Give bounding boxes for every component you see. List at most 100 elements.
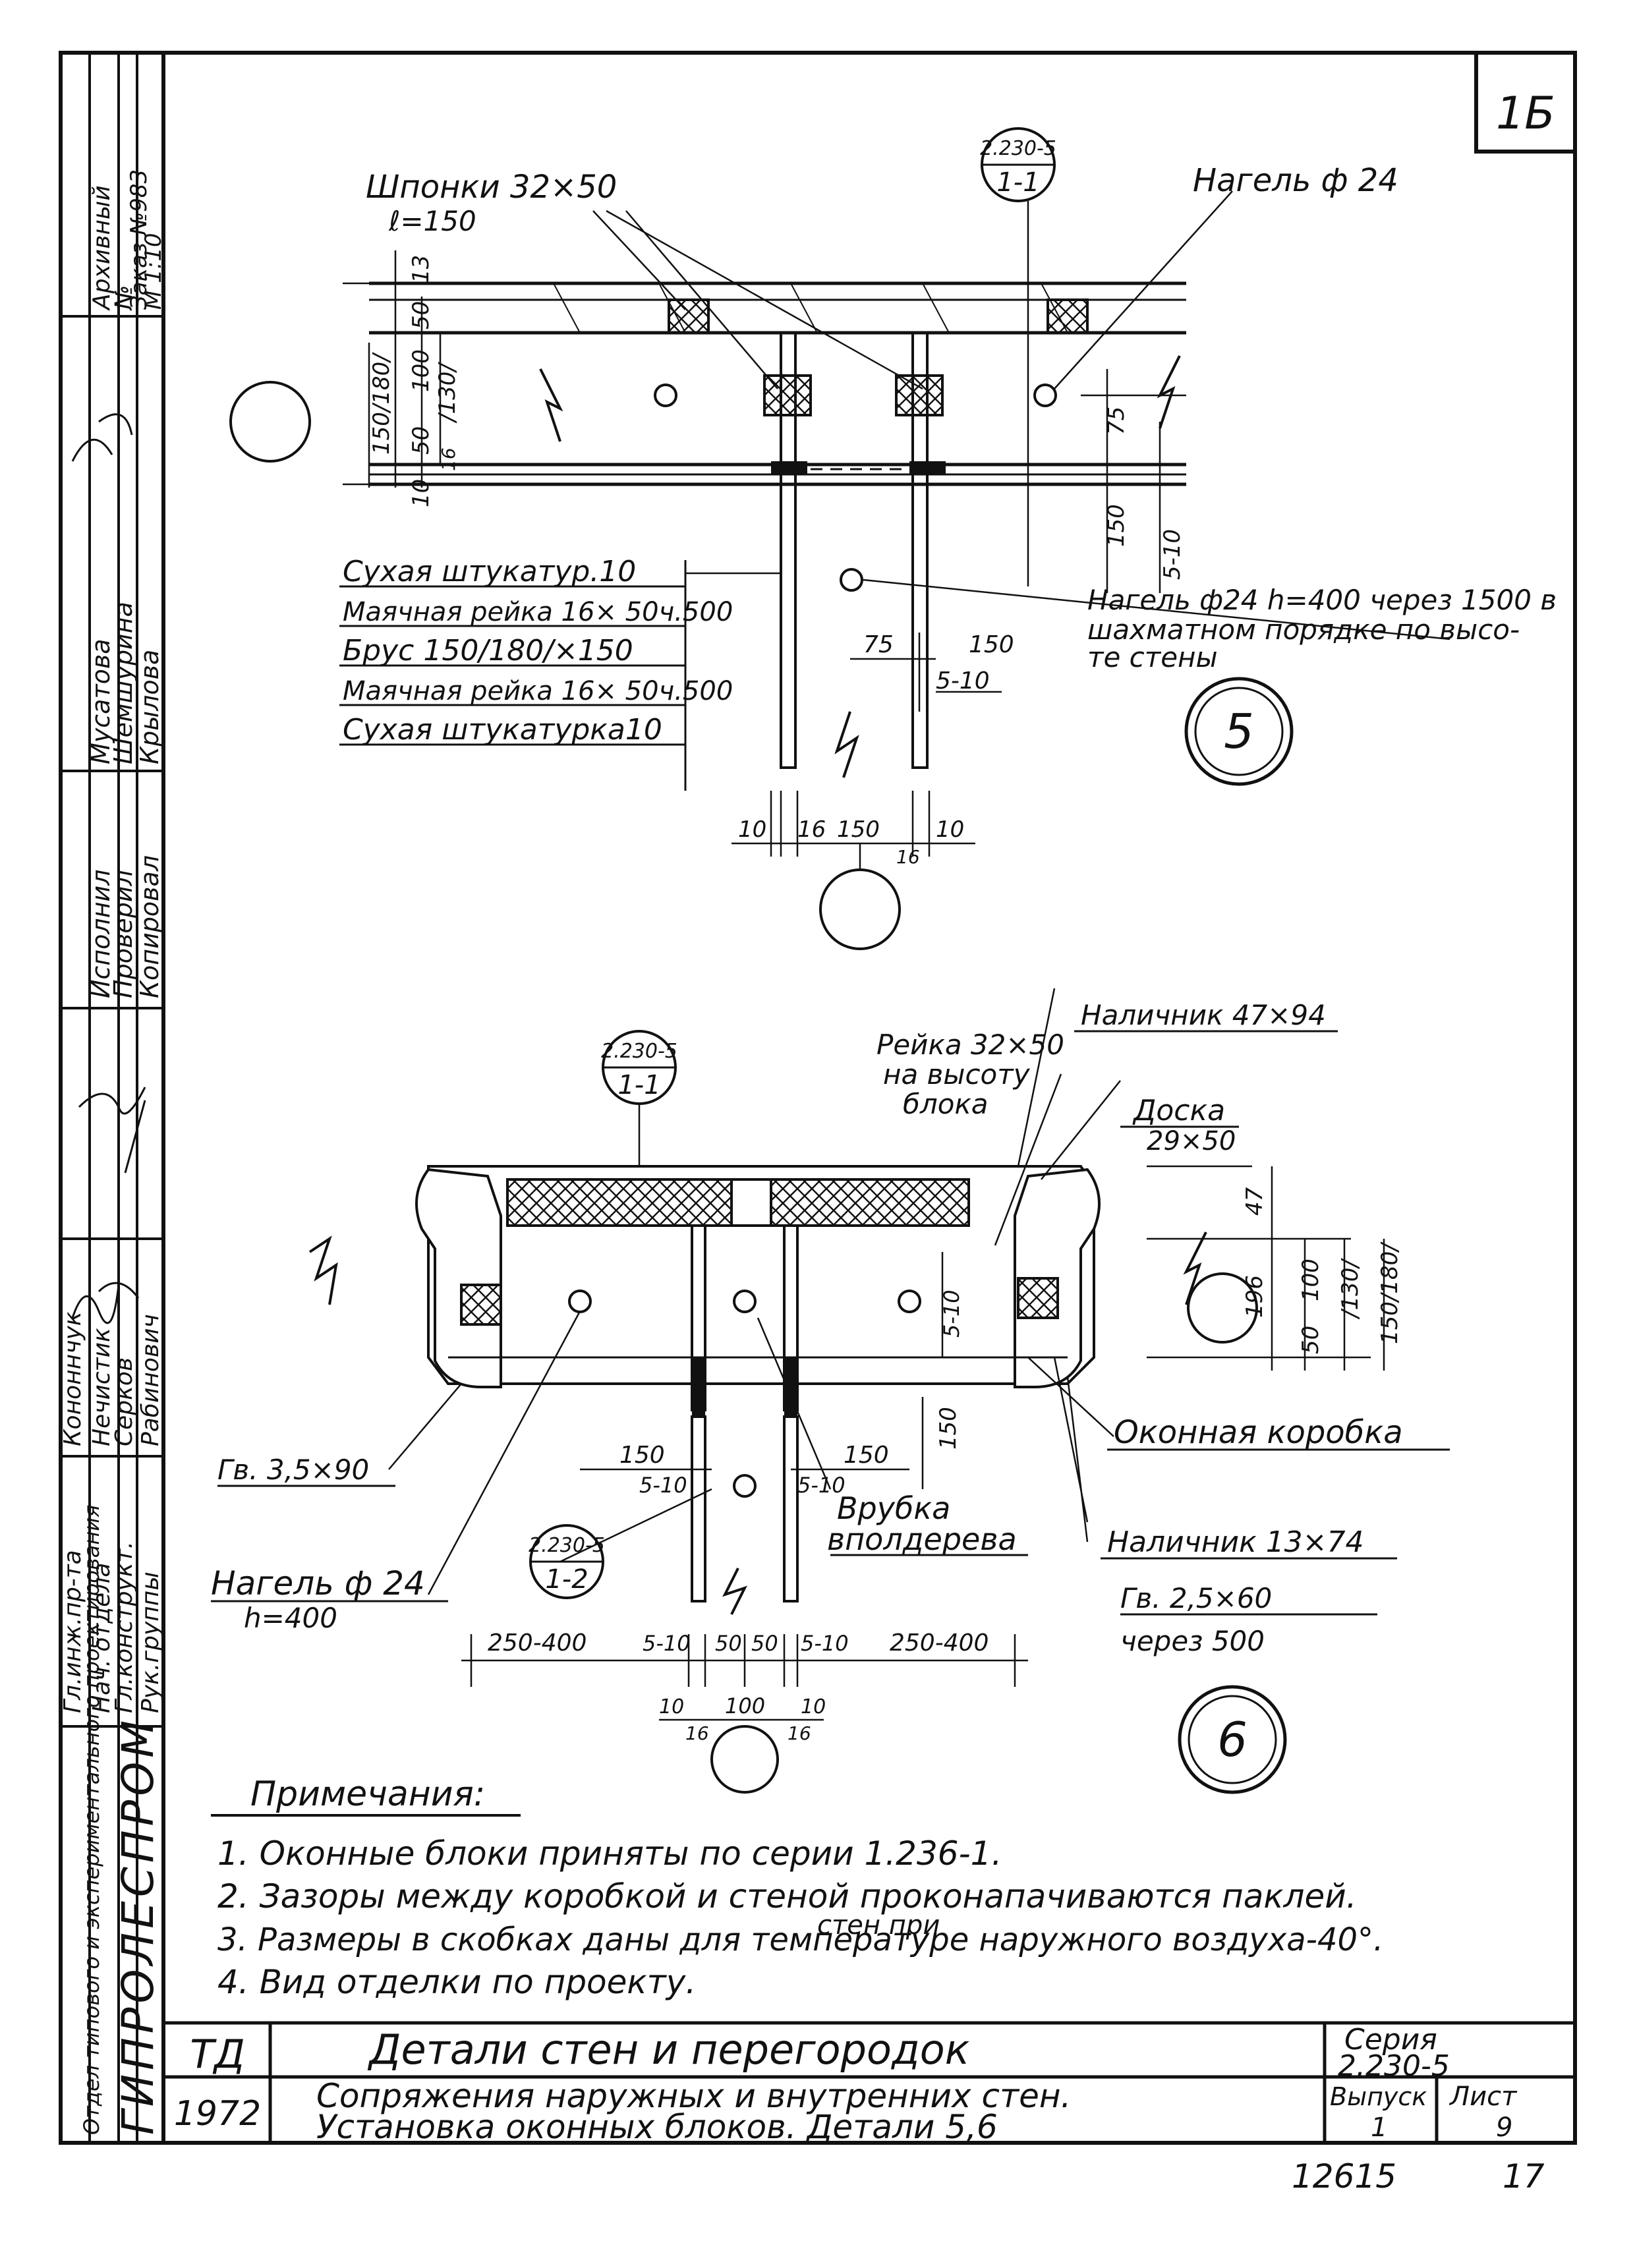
note-2: 2. Зазоры между коробкой и стеной прокон… bbox=[217, 1877, 1357, 1915]
d5-nagel-label: Нагель ф 24 bbox=[1193, 162, 1398, 199]
d5-dim-150-180: 150/180/ bbox=[368, 352, 395, 455]
d5-dim-130: /130/ bbox=[434, 362, 461, 424]
note-overlay: стен при bbox=[817, 1910, 940, 1941]
name2-2: Шемшурина bbox=[109, 602, 138, 764]
d6-chain-5: 5-10 bbox=[801, 1631, 849, 1656]
d6-dim-150-180: 150/180/ bbox=[1377, 1241, 1403, 1344]
d6-dim-47: 47 bbox=[1242, 1187, 1268, 1216]
d6-small-16a: 16 bbox=[685, 1722, 709, 1744]
d5-dim-13: 13 bbox=[408, 255, 434, 283]
role-3: Гл.конструкт. bbox=[111, 1541, 138, 1713]
d5-dim-m75: 75 bbox=[863, 631, 894, 658]
note-4: 4. Вид отделки по проекту. bbox=[217, 1963, 696, 2001]
role2-2: Проверил bbox=[109, 870, 138, 998]
role-2: Нач. отдела bbox=[88, 1563, 115, 1713]
d6-dim-50: 50 bbox=[1298, 1326, 1324, 1354]
name2-3: Крылова bbox=[135, 650, 164, 764]
signature-marks bbox=[71, 413, 146, 1324]
series-label: Серия bbox=[1344, 2023, 1437, 2056]
d6-doska-2: 29×50 bbox=[1147, 1126, 1236, 1156]
d5-nagel-note-2: шахматном порядке по высо- bbox=[1087, 613, 1520, 646]
d5-dim-r75: 75 bbox=[1103, 407, 1130, 435]
d6-dim-130: /130/ bbox=[1337, 1258, 1363, 1320]
d6-nalichnik-top: Наличник 47×94 bbox=[1081, 999, 1326, 1031]
d6-reika-1: Рейка 32×50 bbox=[876, 1029, 1064, 1061]
d5-layer-2: Маячная рейка 16× 50ч.500 bbox=[343, 597, 733, 627]
name-2: Нечистик bbox=[88, 1328, 115, 1446]
d5-layer-1: Сухая штукатур.10 bbox=[343, 555, 636, 588]
d5-dim-10: 10 bbox=[408, 479, 434, 507]
archive-2: № bbox=[111, 285, 138, 311]
d6-nagel: Нагель ф 24 bbox=[211, 1564, 425, 1602]
note-3: 3. Размеры в скобках даны для температур… bbox=[217, 1921, 1383, 1958]
role2-3: Копировал bbox=[135, 855, 164, 998]
title-block-grid bbox=[163, 2021, 1575, 2143]
drawing-subtitle-1: Сопряжения наружных и внутренних стен. bbox=[316, 2077, 1071, 2115]
note-1: 1. Оконные блоки приняты по серии 1.236-… bbox=[217, 1834, 1002, 1873]
sheet-badge: 1Б bbox=[1496, 88, 1555, 140]
d5-dim-50a: 50 bbox=[408, 301, 434, 329]
d6-reika-3: блока bbox=[903, 1088, 989, 1120]
d6-chain-3: 50 bbox=[715, 1631, 742, 1656]
d6-dim-196: 196 bbox=[1242, 1275, 1268, 1318]
bottom-number: 17 bbox=[1503, 2157, 1545, 2196]
d6-doska-1: Доска bbox=[1132, 1094, 1225, 1127]
d6-chain-4: 50 bbox=[751, 1631, 778, 1656]
d5-dim-b10b: 10 bbox=[936, 816, 964, 843]
d6-small-16b: 16 bbox=[788, 1722, 811, 1744]
d6-gv-2: Гв. 2,5×60 bbox=[1120, 1582, 1272, 1614]
d6-ref2-bottom: 1-2 bbox=[545, 1564, 588, 1595]
detail-6-drawing bbox=[211, 988, 1450, 1794]
d5-nagel-note-1: Нагель ф24 h=400 через 1500 в bbox=[1087, 584, 1557, 616]
detail-5-drawing bbox=[229, 127, 1450, 950]
d6-dim-i150c: 150 bbox=[935, 1407, 961, 1450]
d6-small-100: 100 bbox=[725, 1693, 765, 1718]
issue-label: Выпуск bbox=[1330, 2082, 1427, 2111]
d6-ref1-bottom: 1-1 bbox=[617, 1070, 660, 1100]
d6-small-10b: 10 bbox=[801, 1695, 826, 1718]
d5-layer-3: Брус 150/180/×150 bbox=[343, 634, 633, 667]
d6-ref1-top: 2.230-5 bbox=[601, 1040, 677, 1063]
d5-detail-number: 5 bbox=[1224, 704, 1254, 759]
d6-ref2-top: 2.230-5 bbox=[529, 1534, 605, 1557]
d6-chain-1: 250-400 bbox=[488, 1630, 587, 1657]
issue-value: 1 bbox=[1371, 2112, 1387, 2143]
year-label: 1972 bbox=[174, 2094, 261, 2134]
drawing-title: Детали стен и перегородок bbox=[367, 2026, 970, 2074]
d6-dim-i150b: 150 bbox=[844, 1442, 889, 1469]
role2-1: Исполнил bbox=[86, 869, 115, 998]
bottom-code: 12615 bbox=[1292, 2157, 1396, 2196]
d5-nagel-note-3: те стены bbox=[1087, 641, 1218, 673]
d5-shponki-len: ℓ=150 bbox=[388, 205, 476, 237]
d6-detail-number: 6 bbox=[1217, 1712, 1248, 1767]
d5-dim-r5-10: 5-10 bbox=[1159, 529, 1186, 580]
d6-reika-2: на высоту bbox=[883, 1058, 1031, 1091]
d5-shponki-label: Шпонки 32×50 bbox=[366, 169, 617, 206]
d5-ref-top: 2.230-5 bbox=[980, 137, 1056, 160]
d6-vrubka-2: вполдерева bbox=[827, 1521, 1017, 1557]
d6-chain-2: 5-10 bbox=[643, 1631, 691, 1656]
notes-title: Примечания: bbox=[250, 1774, 485, 1814]
sheet-value: 9 bbox=[1496, 2112, 1512, 2143]
d5-layer-4: Маячная рейка 16× 50ч.500 bbox=[343, 676, 733, 706]
d5-dim-50b: 50 bbox=[408, 426, 434, 455]
org-name: ГИПРОЛЕСПРОМ bbox=[113, 1716, 163, 2135]
name-4: Рабинович bbox=[137, 1314, 164, 1446]
name-3: Серков bbox=[111, 1357, 138, 1446]
d5-dim-b10a: 10 bbox=[738, 816, 766, 843]
sheet-badge-box bbox=[1474, 51, 1577, 154]
d5-dim-r150: 150 bbox=[1103, 504, 1130, 547]
d5-dim-16: 16 bbox=[438, 447, 459, 471]
d5-layer-5: Сухая штукатурка10 bbox=[343, 713, 662, 747]
sheet-label: Лист bbox=[1449, 2082, 1518, 2112]
d5-ref-bottom: 1-1 bbox=[996, 167, 1039, 198]
d6-dim-i5-10c: 5-10 bbox=[939, 1290, 964, 1338]
d5-dim-b16b: 16 bbox=[896, 846, 920, 868]
d6-small-10a: 10 bbox=[659, 1695, 684, 1718]
d6-dim-i5-10a: 5-10 bbox=[639, 1473, 687, 1498]
d6-dim-100: 100 bbox=[1298, 1259, 1324, 1301]
d6-vrubka-1: Врубка bbox=[837, 1490, 950, 1526]
left-stamp-frame bbox=[59, 51, 165, 2145]
side-stamp-text: ГИПРОЛЕСПРОМ Отдел типового и эксперимен… bbox=[59, 169, 167, 2135]
